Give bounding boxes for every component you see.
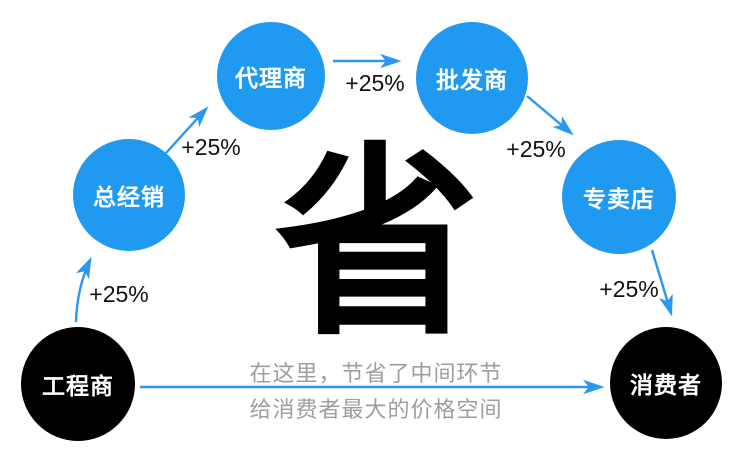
arrow-distributor-to-agent [165,106,209,154]
arrow-engineer-to-distributor [74,256,92,323]
node-engineer-label: 工程商 [42,373,114,399]
arrow-wholesaler-to-store [526,95,574,136]
node-wholesaler-label: 批发商 [436,67,508,93]
node-general-distributor-label: 总经销 [93,184,165,210]
node-consumer: 消费者 [610,327,722,439]
node-consumer-label: 消费者 [630,372,702,398]
node-specialty-store: 专卖店 [562,140,676,254]
markup-label-wholesaler-store: +25% [506,136,566,162]
caption-line-1: 在这里，节省了中间环节 [249,361,503,386]
node-general-distributor: 总经销 [73,139,185,251]
arrow-store-to-consumer [650,249,673,317]
node-specialty-store-label: 专卖店 [583,186,655,212]
markup-label-engineer-distributor: +25% [89,281,149,307]
node-engineer: 工程商 [21,327,135,441]
node-wholesaler: 批发商 [416,22,528,134]
markup-label-agent-wholesaler: +25% [345,70,405,96]
markup-label-distributor-agent: +25% [181,134,241,160]
save-character: 省 [274,129,480,359]
caption-line-2: 给消费者最大的价格空间 [249,397,503,422]
node-agent-label: 代理商 [235,65,307,91]
node-agent: 代理商 [217,22,325,130]
markup-label-store-consumer: +25% [599,276,659,302]
